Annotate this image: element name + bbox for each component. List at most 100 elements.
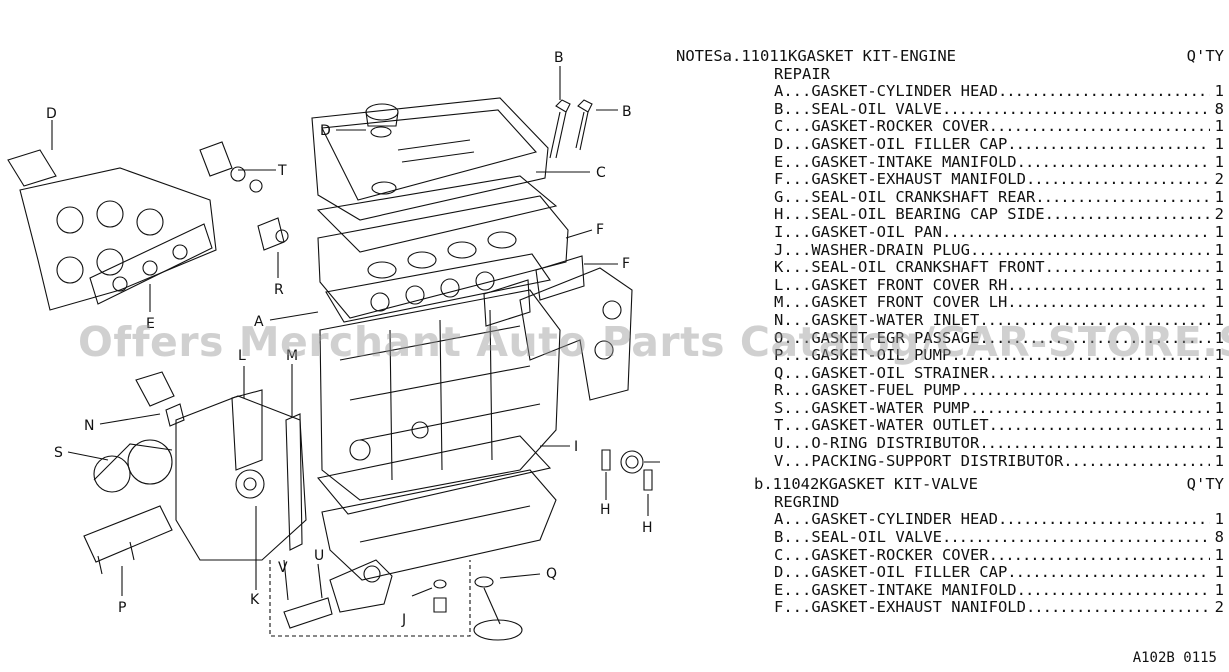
parts-list-row: K...SEAL-OIL CRANKSHAFT FRONT 1 xyxy=(774,259,1224,277)
notes-title: NOTES xyxy=(676,47,723,65)
leader-dots xyxy=(1026,599,1210,617)
rocker-cover xyxy=(311,97,549,221)
callout-d-1: D xyxy=(46,106,57,122)
part-qty: 1 xyxy=(1214,329,1224,347)
parts-list-row: N...GASKET-WATER INLET1 xyxy=(774,312,1224,330)
callout-t: T xyxy=(277,163,287,179)
part-label: V...PACKING-SUPPORT DISTRIBUTOR xyxy=(774,452,1064,470)
exploded-engine-diagram: B B D D C T F F R E A L M N S I G H H P … xyxy=(7,50,660,641)
part-label: Q...GASKET-OIL STRAINER xyxy=(774,364,989,382)
part-label: K...SEAL-OIL CRANKSHAFT FRONT xyxy=(774,259,1045,277)
bearing-cap-seal-2 xyxy=(643,469,653,491)
part-label: D...GASKET-OIL FILLER CAP xyxy=(774,564,1008,582)
part-qty: 1 xyxy=(1214,276,1224,294)
kit-a-part-no: 11011K xyxy=(741,47,798,65)
water-outlet xyxy=(199,141,263,193)
part-qty: 1 xyxy=(1214,259,1224,277)
parts-list-row: C...GASKET-ROCKER COVER1 xyxy=(774,118,1224,136)
parts-list-row: Q...GASKET-OIL STRAINER1 xyxy=(774,365,1224,383)
oil-strainer xyxy=(473,576,523,641)
part-label: C...GASKET-ROCKER COVER xyxy=(774,546,989,564)
cylinder-head xyxy=(317,195,569,319)
leader-dots xyxy=(1026,171,1210,189)
parts-list-row: E...GASKET-INTAKE MANIFOLD1 xyxy=(774,582,1224,600)
distributor xyxy=(283,559,393,629)
part-label: O...GASKET-EGR PASSAGE xyxy=(774,329,980,347)
part-qty: 2 xyxy=(1214,171,1224,189)
parts-list-row: A...GASKET-CYLINDER HEAD1 xyxy=(774,511,1224,529)
front-cover-gasket-lh xyxy=(285,413,303,551)
head-gasket xyxy=(325,253,551,323)
parts-list-row: L...GASKET FRONT COVER RH 1 xyxy=(774,277,1224,295)
parts-list-row: H...SEAL-OIL BEARING CAP SIDE2 xyxy=(774,206,1224,224)
part-label: I...GASKET-OIL PAN xyxy=(774,223,942,241)
leader-dots xyxy=(970,242,1210,260)
part-label: E...GASKET-INTAKE MANIFOLD xyxy=(774,581,1017,599)
kit-a-name-cont: REPAIR xyxy=(774,64,830,83)
oil-filler-cap xyxy=(365,103,399,138)
callout-n: N xyxy=(84,418,94,434)
leader-dots xyxy=(1035,189,1210,207)
part-qty: 1 xyxy=(1214,135,1224,153)
leader-dots xyxy=(989,118,1210,136)
part-qty: 1 xyxy=(1214,188,1224,206)
part-label: M...GASKET FRONT COVER LH xyxy=(774,294,1008,312)
water-inlet xyxy=(135,371,175,407)
part-qty: 1 xyxy=(1214,546,1224,564)
figure-code: A102B 0115 xyxy=(1132,650,1217,666)
kit-a-prefix: a. xyxy=(722,47,742,65)
callout-p: P xyxy=(118,600,126,616)
part-qty: 1 xyxy=(1214,83,1224,101)
part-qty: 1 xyxy=(1214,153,1224,171)
callout-a: A xyxy=(254,314,264,330)
kit-a-item-list: A...GASKET-CYLINDER HEAD1B...SEAL-OIL VA… xyxy=(676,83,1224,470)
part-label: A...GASKET-CYLINDER HEAD xyxy=(774,511,998,529)
parts-list-row: B...SEAL-OIL VALVE8 xyxy=(774,529,1224,547)
part-qty: 1 xyxy=(1214,564,1224,582)
parts-list-row: B...SEAL-OIL VALVE8 xyxy=(774,101,1224,119)
water-pump xyxy=(93,439,173,493)
intake-gasket xyxy=(89,223,213,305)
parts-list-row: D...GASKET-OIL FILLER CAP 1 xyxy=(774,564,1224,582)
parts-list-row: O...GASKET-EGR PASSAGE 1 xyxy=(774,330,1224,348)
front-cover xyxy=(175,395,307,561)
parts-list-row: E...GASKET-INTAKE MANIFOLD1 xyxy=(774,154,1224,172)
parts-list-row: G...SEAL-OIL CRANKSHAFT REAR1 xyxy=(774,189,1224,207)
callout-q: Q xyxy=(546,566,557,582)
leader-dots xyxy=(1007,564,1210,582)
exhaust-gasket-2 xyxy=(535,255,585,301)
part-label: L...GASKET FRONT COVER RH xyxy=(774,276,1008,294)
part-qty: 1 xyxy=(1214,417,1224,435)
exhaust-gasket-1 xyxy=(483,279,531,327)
parts-list-row: V...PACKING-SUPPORT DISTRIBUTOR1 xyxy=(774,453,1224,471)
callout-r: R xyxy=(274,282,284,298)
callout-c: C xyxy=(596,165,606,181)
part-label: S...GASKET-WATER PUMP xyxy=(774,399,970,417)
part-label: P...GASKET-OIL PUMP xyxy=(774,347,952,365)
bearing-cap-seal-1 xyxy=(601,449,611,471)
part-qty: 1 xyxy=(1214,399,1224,417)
leader-dots xyxy=(998,511,1210,529)
leader-dots xyxy=(942,529,1210,547)
leader-dots xyxy=(970,400,1210,418)
rear-seal xyxy=(620,450,644,474)
part-label: B...SEAL-OIL VALVE xyxy=(774,100,942,118)
oil-pan-gasket xyxy=(316,435,552,515)
leader-dots xyxy=(1045,259,1210,277)
parts-list-row: J...WASHER-DRAIN PLUG1 xyxy=(774,242,1224,260)
leader-dots xyxy=(1017,582,1210,600)
part-label: N...GASKET-WATER INLET xyxy=(774,311,980,329)
front-cover-gasket-rh xyxy=(231,389,263,471)
valve-seals xyxy=(549,99,593,159)
callout-d-2: D xyxy=(320,123,331,139)
exhaust-manifold xyxy=(519,267,633,401)
part-qty: 1 xyxy=(1214,118,1224,136)
drain-plug xyxy=(433,597,447,613)
part-qty: 2 xyxy=(1214,599,1224,617)
callout-s: S xyxy=(54,445,63,461)
rocker-cover-gasket xyxy=(316,175,558,253)
fuel-pump xyxy=(257,217,285,251)
parts-list-row: F...GASKET-EXHAUST NANIFOLD2 xyxy=(774,599,1224,617)
leader-dots xyxy=(942,101,1210,119)
oil-pan xyxy=(321,469,557,581)
